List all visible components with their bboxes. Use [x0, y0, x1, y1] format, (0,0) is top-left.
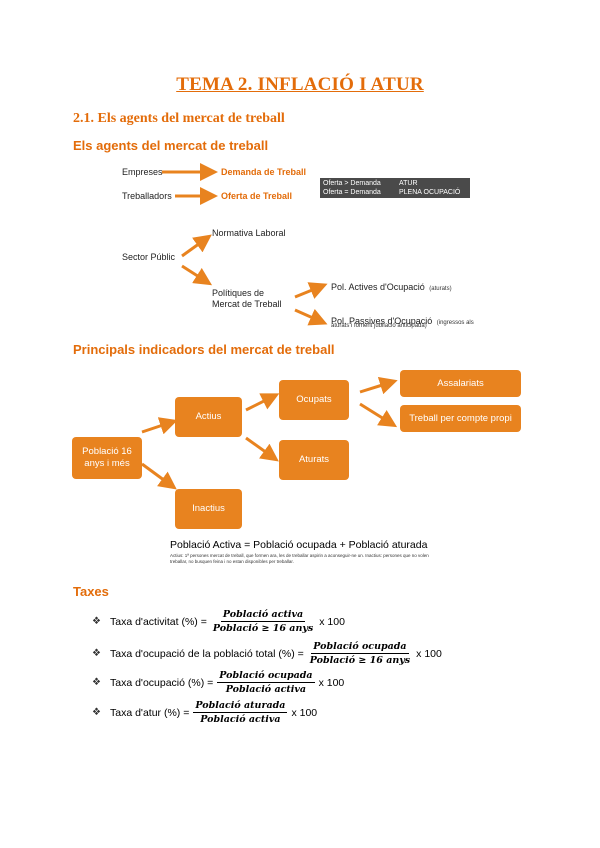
pol-passives: Pol. Passives d'Ocupació (ingressos als [331, 316, 474, 326]
ocupats-box: Ocupats [279, 380, 349, 420]
arrow-passives [294, 308, 328, 326]
demanda-label: Demanda de Treball [221, 167, 307, 177]
agents-heading: Els agents del mercat de treball [73, 138, 269, 153]
diamond-bullet-icon: ❖ [92, 677, 101, 688]
compte-propi-box: Treball per compte propi [400, 405, 521, 432]
inactius-box: Inactius [175, 489, 242, 529]
page-title: TEMA 2. INFLACIÓ I ATUR [176, 74, 424, 95]
diamond-bullet-icon: ❖ [92, 616, 101, 627]
arrow-politiques [181, 264, 213, 286]
arrow-actius [141, 417, 178, 435]
assalariats-box: Assalariats [400, 370, 521, 397]
arrow-normativa [181, 234, 212, 258]
poblacio-activa-formula: Població Activa = Població ocupada + Pob… [170, 539, 428, 551]
fraction: Població ocupada Població ≥ 16 anys [309, 641, 411, 666]
section-heading: 2.1. Els agents del mercat de treball [73, 111, 285, 126]
arrow-actives [294, 282, 328, 299]
arrow-compte-propi [359, 402, 398, 428]
pol-actives: Pol. Actives d'Ocupació (aturats) [331, 282, 452, 292]
diamond-bullet-icon: ❖ [92, 648, 101, 659]
taxa-ocupacio-total: ❖ Taxa d'ocupació de la població total (… [92, 641, 442, 666]
oferta-demanda-table: Oferta > Demanda ATUR Oferta = Demanda P… [320, 178, 470, 198]
indicadors-heading: Principals indicadors del mercat de treb… [73, 342, 335, 357]
taxa-activitat: ❖ Taxa d'activitat (%) = Població activa… [92, 609, 345, 634]
taxa-atur: ❖ Taxa d'atur (%) = Població aturada Pob… [92, 700, 318, 725]
fraction: Població ocupada Població activa [217, 670, 315, 695]
empreses-label: Empreses [122, 167, 163, 177]
oferta-label: Oferta de Treball [221, 191, 293, 201]
taxa-ocupacio: ❖ Taxa d'ocupació (%) = Població ocupada… [92, 670, 345, 695]
actius-box: Actius [175, 397, 242, 437]
fraction: Població aturada Població activa [193, 700, 288, 725]
arrow-aturats [245, 436, 279, 462]
poblacio-activa-note: Actius: 1ª persones mercat de treball, q… [170, 553, 429, 564]
diamond-bullet-icon: ❖ [92, 707, 101, 718]
fraction: Població activa Població ≥ 16 anys [212, 609, 314, 634]
table-row: Oferta = Demanda PLENA OCUPACIÓ [323, 189, 461, 196]
treballadors-label: Treballadors [122, 191, 172, 201]
arrow-assalariats [359, 376, 398, 395]
pol-passives-note: aturats i foment jubilació anticipada) [331, 323, 427, 329]
poblacio-box: Població 16 anys i més [72, 437, 142, 479]
arrow-inactius [141, 462, 177, 490]
arrow-ocupats [245, 393, 280, 412]
table-row: Oferta > Demanda ATUR [323, 180, 418, 187]
taxes-heading: Taxes [73, 584, 109, 599]
normativa-label: Normativa Laboral [212, 228, 286, 238]
politiques-label-1: Polítiques de [212, 288, 265, 298]
sector-public-label: Sector Públic [122, 252, 176, 262]
politiques-label-2: Mercat de Treball [212, 299, 282, 309]
aturats-box: Aturats [279, 440, 349, 480]
